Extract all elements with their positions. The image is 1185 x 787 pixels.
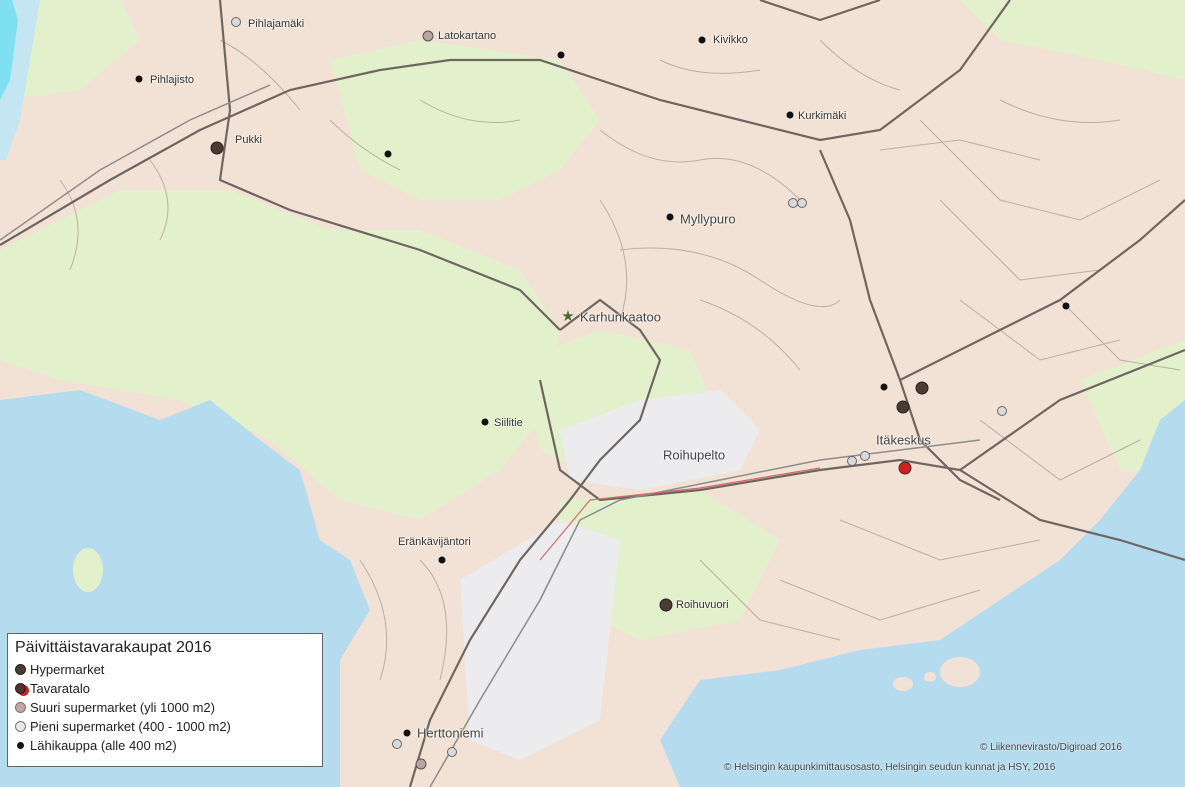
legend-label: Suuri supermarket (yli 1000 m2): [30, 700, 215, 715]
store-marker[interactable]: [422, 30, 434, 42]
store-marker[interactable]: [797, 198, 807, 208]
store-marker[interactable]: [847, 456, 857, 466]
store-marker[interactable]: [392, 739, 402, 749]
store-marker[interactable]: [860, 451, 870, 461]
small-supermarket-icon: [15, 721, 26, 732]
hypermarket-icon: [15, 664, 26, 675]
store-marker[interactable]: [997, 406, 1007, 416]
place-label-siilitie: Siilitie: [494, 417, 523, 429]
store-marker[interactable]: [384, 150, 392, 158]
store-marker[interactable]: [666, 213, 674, 221]
place-label-kivikko: Kivikko: [713, 34, 748, 46]
place-label-itakeskus: Itäkeskus: [876, 432, 931, 448]
place-label-kurkimaki: Kurkimäki: [798, 110, 847, 122]
industrial-area: [560, 390, 760, 490]
place-label-roihuvuori: Roihuvuori: [676, 599, 729, 611]
store-marker[interactable]: [659, 598, 673, 612]
place-label-roihupelto: Roihupelto: [663, 447, 726, 463]
islands: [73, 548, 980, 691]
copyright-digiroad: © Liikennevirasto/Digiroad 2016: [980, 742, 1122, 753]
store-marker[interactable]: [786, 111, 794, 119]
store-marker[interactable]: [698, 36, 706, 44]
store-marker[interactable]: [403, 729, 411, 737]
place-label-erankavijantori: Eränkävijäntori: [398, 536, 471, 548]
legend-label: Tavaratalo: [30, 681, 90, 696]
store-marker[interactable]: [135, 75, 143, 83]
local-store-icon: [17, 742, 24, 749]
place-label-pihlajamaki: Pihlajamäki: [248, 18, 305, 30]
legend-item: Tavaratalo: [15, 679, 315, 698]
metro-line: [0, 84, 981, 787]
place-label-latokartano: Latokartano: [438, 30, 497, 42]
tavaratalo-icon: [15, 683, 26, 694]
store-marker[interactable]: [898, 461, 912, 475]
legend-label: Lähikauppa (alle 400 m2): [30, 738, 177, 753]
place-label-herttoniemi: Herttoniemi: [417, 725, 484, 741]
legend-title: Päivittäistavarakaupat 2016: [15, 639, 212, 656]
store-marker[interactable]: [1062, 302, 1070, 310]
legend-item: Pieni supermarket (400 - 1000 m2): [15, 717, 315, 736]
large-supermarket-icon: [15, 702, 26, 713]
legend-item: Hypermarket: [15, 660, 315, 679]
store-marker[interactable]: [415, 758, 427, 770]
place-label-karhunkaatoo: Karhunkaatoo: [580, 309, 661, 325]
rail-track: [539, 467, 821, 561]
copyright-hsy: © Helsingin kaupunkimittausosasto, Helsi…: [724, 762, 1056, 773]
industrial-area-south: [460, 520, 620, 760]
legend-item: Lähikauppa (alle 400 m2): [15, 736, 315, 755]
store-marker[interactable]: [210, 141, 224, 155]
store-marker[interactable]: [896, 400, 910, 414]
place-label-myllypuro: Myllypuro: [680, 211, 736, 227]
place-label-pihlajisto: Pihlajisto: [150, 74, 195, 86]
star-icon: ★: [561, 308, 575, 326]
store-marker[interactable]: [438, 556, 446, 564]
store-marker[interactable]: [481, 418, 489, 426]
store-marker[interactable]: [915, 381, 929, 395]
store-marker[interactable]: [231, 17, 241, 27]
store-marker[interactable]: [447, 747, 457, 757]
legend-item: Suuri supermarket (yli 1000 m2): [15, 698, 315, 717]
legend-label: Hypermarket: [30, 662, 105, 677]
map-legend: Päivittäistavarakaupat 2016 Hypermarket …: [7, 633, 323, 767]
local-streets: [59, 39, 1181, 681]
place-label-pukki: Pukki: [235, 134, 262, 146]
legend-label: Pieni supermarket (400 - 1000 m2): [30, 719, 231, 734]
store-marker[interactable]: [880, 383, 888, 391]
store-marker[interactable]: [557, 51, 565, 59]
